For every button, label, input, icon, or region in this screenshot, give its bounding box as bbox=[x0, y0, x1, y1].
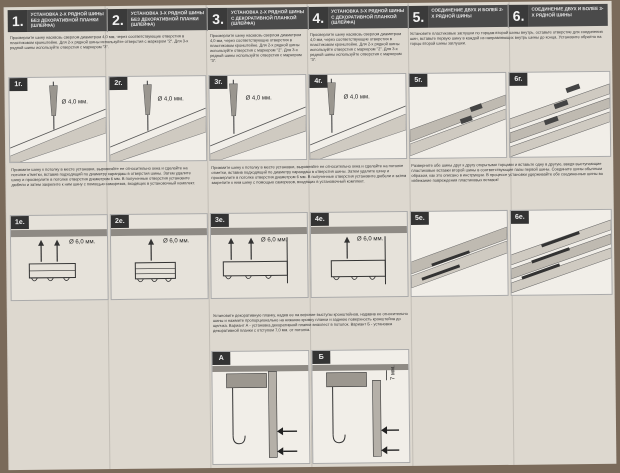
panel-b: Б 7 мм. bbox=[311, 348, 411, 464]
drill-rail-illustration bbox=[109, 80, 207, 162]
step-number: 4. bbox=[308, 6, 329, 30]
step-number: 5. bbox=[408, 5, 429, 28]
ceiling bbox=[10, 229, 107, 238]
drill-diameter: Ø 4,0 мм. bbox=[245, 95, 272, 102]
drill-diameter: Ø 6,0 мм. bbox=[261, 237, 288, 244]
panel-a: А bbox=[211, 350, 311, 466]
panel-5e: 5е. bbox=[409, 209, 509, 297]
drill-diameter: Ø 6,0 мм. bbox=[163, 238, 190, 245]
drill-diameter: Ø 4,0 мм. bbox=[343, 94, 370, 101]
rail-joint-illustration bbox=[509, 83, 611, 158]
step-title: Установка 2-х рядной шины без декоративн… bbox=[27, 9, 108, 32]
ceiling bbox=[110, 228, 207, 237]
step-6-header: 6.Соединение двух и более 3-х рядной шин… bbox=[508, 3, 608, 28]
panel-label: 1е. bbox=[10, 215, 29, 230]
drill-rail-illustration bbox=[209, 79, 307, 161]
instruction-sheet: 1.Установка 2-х рядной шины без декорати… bbox=[3, 0, 617, 471]
panel-label: 1г. bbox=[9, 77, 28, 92]
panel-label: А bbox=[212, 351, 231, 366]
step-3-4-mount-description: Прижмите шину к потолку в месте установк… bbox=[211, 163, 407, 186]
rail-joined-illustration bbox=[510, 219, 612, 294]
panel-label: 4е. bbox=[310, 212, 329, 226]
decor-plank-variant-a bbox=[212, 365, 309, 458]
panel-6e: 6е. bbox=[509, 208, 613, 296]
step-1-2-mount-description: Прижмите шину к потолку в месте установк… bbox=[11, 165, 196, 188]
screw-mount-illustration bbox=[134, 238, 176, 283]
panel-label: 6е. bbox=[510, 210, 529, 224]
panel-5g: 5г. bbox=[408, 71, 508, 159]
panel-1e: 1е. Ø 6,0 мм. bbox=[9, 214, 109, 302]
panel-label: 3е. bbox=[210, 213, 229, 228]
rail-joint-illustration bbox=[409, 94, 507, 157]
panel-label: Б bbox=[312, 350, 331, 364]
panel-label: 5е. bbox=[410, 211, 429, 225]
panel-6g: 6г. bbox=[508, 70, 612, 158]
panel-1g: 1г. Ø 4,0 мм. bbox=[8, 76, 108, 164]
steps-header: 1.Установка 2-х рядной шины без декорати… bbox=[7, 3, 608, 34]
rail-joined-illustration bbox=[411, 226, 508, 289]
decor-plank-description: Установите декоративную планку, надев ее… bbox=[212, 310, 408, 334]
step-title: Установка 2-х рядной шины с декоративной… bbox=[227, 7, 308, 30]
step-title: Установка 3-х рядной шины без декоративн… bbox=[127, 8, 208, 31]
drill-rail-illustration bbox=[9, 81, 107, 163]
step-1-header: 1.Установка 2-х рядной шины без декорати… bbox=[7, 8, 109, 34]
panel-4e: 4е. Ø 6,0 мм. bbox=[309, 210, 409, 298]
step-4-header: 4.Установка 3-х рядной шины с декоративн… bbox=[308, 4, 409, 31]
drill-rail-illustration bbox=[309, 78, 407, 160]
screw-mount-illustration bbox=[222, 237, 288, 284]
step-number: 6. bbox=[508, 4, 529, 27]
step-title: Соединение двух и более 3-х рядной шины bbox=[528, 3, 608, 27]
step-1-2-description: Просверлите шину насквозь сверлом диамет… bbox=[9, 33, 189, 51]
step-2-header: 2.Установка 3-х рядной шины без декорати… bbox=[107, 7, 209, 33]
panel-label: 4г. bbox=[309, 74, 328, 88]
step-number: 2. bbox=[107, 8, 129, 32]
screw-mount-illustration bbox=[330, 236, 387, 285]
step-title: Соединение двух и более 2-х рядной шины bbox=[428, 4, 508, 28]
join-text: Разверните обе шины друг к другу открыты… bbox=[411, 160, 603, 183]
decor-plank-variant-b bbox=[312, 363, 409, 457]
panel-label: 5г. bbox=[409, 73, 428, 87]
step-title: Установка 3-х рядной шины с декоративной… bbox=[328, 5, 408, 29]
step-3-header: 3.Установка 2-х рядной шины с декоративн… bbox=[207, 6, 309, 32]
panel-label: 2г. bbox=[109, 76, 128, 91]
step-5-6-description: Установите пластиковые заглушки по торца… bbox=[409, 28, 603, 46]
panel-3e: 3е. Ø 6,0 мм. bbox=[209, 212, 309, 300]
panel-4g: 4г. Ø 4,0 мм. bbox=[308, 72, 408, 161]
drill-diameter: Ø 4,0 мм. bbox=[61, 99, 88, 106]
panel-label: 2е. bbox=[110, 214, 129, 229]
panel-label: 3г. bbox=[209, 75, 228, 90]
step-number: 1. bbox=[7, 9, 28, 33]
step-3-description: Просверлите шину насквозь сверлом диамет… bbox=[209, 32, 302, 64]
step-4-description: Просверлите шину насквозь сверлом диамет… bbox=[309, 31, 402, 62]
drill-diameter: Ø 6,0 мм. bbox=[69, 239, 96, 246]
panel-2e: 2е. Ø 6,0 мм. bbox=[109, 213, 209, 301]
ceiling bbox=[210, 227, 307, 236]
drill-diameter: Ø 4,0 мм. bbox=[157, 96, 184, 103]
screw-mount-illustration bbox=[28, 239, 76, 282]
step-number: 3. bbox=[207, 7, 229, 31]
panel-2g: 2г. Ø 4,0 мм. bbox=[108, 75, 208, 163]
panel-label: 6г. bbox=[509, 72, 528, 86]
drill-diameter: Ø 6,0 мм. bbox=[357, 236, 384, 243]
ceiling bbox=[310, 225, 407, 234]
offset-dimension: 7 мм. bbox=[390, 365, 397, 381]
panel-3g: 3г. Ø 4,0 мм. bbox=[208, 74, 308, 162]
step-5-6-join-description: Разверните обе шины друг к другу открыты… bbox=[411, 161, 607, 203]
step-5-header: 5.Соединение двух и более 2-х рядной шин… bbox=[408, 3, 509, 29]
